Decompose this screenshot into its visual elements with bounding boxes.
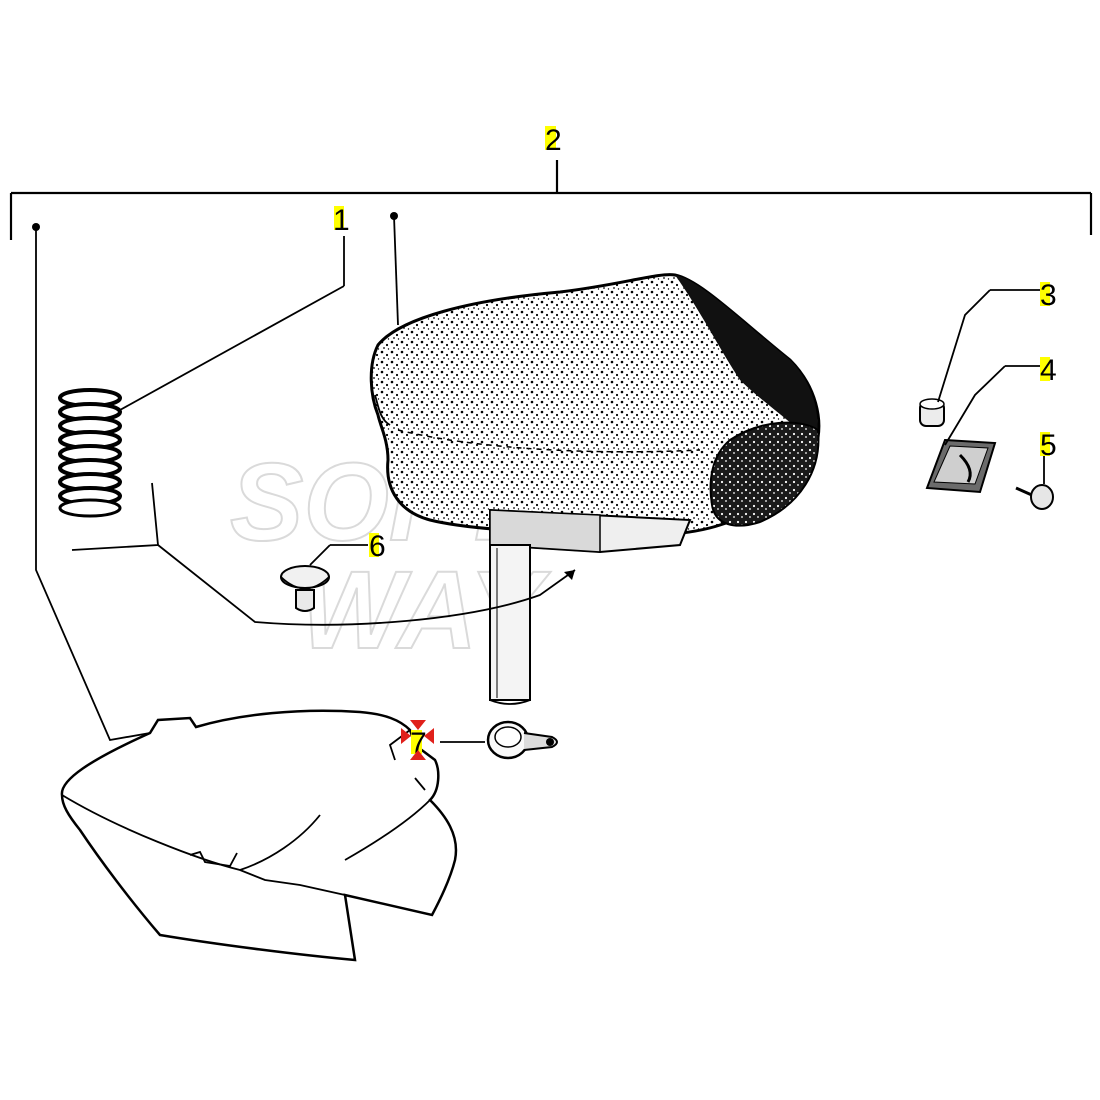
- callout-6[interactable]: 6: [369, 530, 386, 563]
- screw: [1015, 484, 1054, 510]
- seat-cover: [60, 709, 458, 962]
- callout-7[interactable]: 7: [401, 720, 434, 760]
- callout-label-6: 6: [369, 530, 386, 563]
- callout-label-3: 3: [1040, 279, 1057, 312]
- callout-label-5: 5: [1040, 429, 1057, 462]
- seat-post: [489, 544, 531, 705]
- callout-label-2: 2: [545, 124, 562, 157]
- selection-marker: [401, 720, 434, 760]
- callout-4[interactable]: 4: [1040, 354, 1057, 387]
- callout-label-7: 7: [410, 727, 427, 760]
- mounting-bracket: [925, 438, 997, 494]
- callout-label-4: 4: [1040, 354, 1057, 387]
- rubber-bumper: [280, 565, 330, 612]
- leader-lines: [32, 212, 1045, 743]
- assembly-bracket: [9, 160, 1093, 240]
- callout-1[interactable]: 1: [333, 204, 350, 237]
- seat-base-plate: [489, 508, 692, 554]
- callout-2[interactable]: 2: [545, 124, 562, 157]
- spring: [58, 388, 122, 518]
- callout-label-1: 1: [333, 204, 350, 237]
- callout-3[interactable]: 3: [1040, 279, 1057, 312]
- spacer-bushing: [919, 398, 945, 427]
- hose-clamp: [486, 720, 558, 760]
- seat-cushion[interactable]: [369, 273, 821, 538]
- callout-5[interactable]: 5: [1040, 429, 1057, 462]
